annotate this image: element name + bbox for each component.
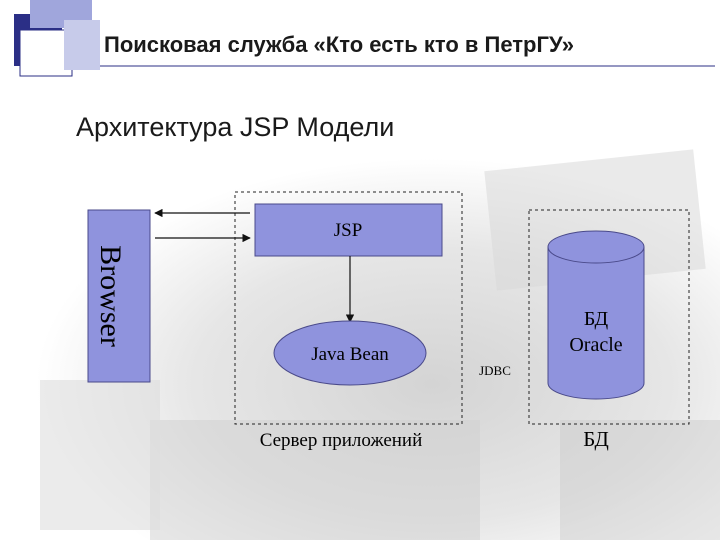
db-group-label: БД	[583, 427, 609, 451]
browser-box	[87, 209, 151, 383]
browser-label: Browser	[94, 245, 127, 347]
db-label-line2: Oracle	[569, 334, 622, 356]
jsp-label: JSP	[334, 220, 363, 241]
db-container	[528, 209, 690, 425]
slide-subtitle: Архитектура JSP Модели	[76, 112, 395, 142]
jdbc-label: JDBC	[479, 363, 511, 378]
app-server-label: Сервер приложений	[260, 430, 423, 451]
page-title: Поисковая служба «Кто есть кто в ПетрГУ»	[104, 32, 575, 57]
java-bean-ellipse	[273, 320, 427, 386]
db-label-line1: БД	[584, 308, 609, 330]
jsp-box	[254, 203, 443, 257]
app-server-container	[234, 191, 463, 425]
logo-squares	[14, 0, 715, 77]
oracle-db-cylinder	[547, 230, 645, 400]
java-bean-label: Java Bean	[311, 344, 389, 365]
